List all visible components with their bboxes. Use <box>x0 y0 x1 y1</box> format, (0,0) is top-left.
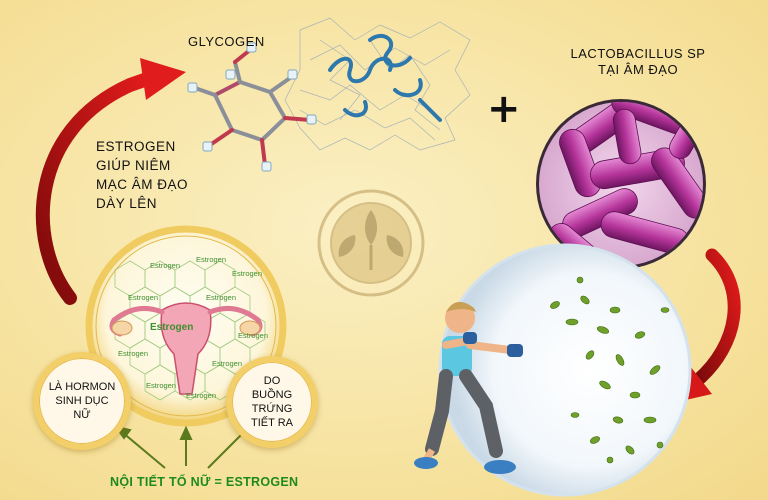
estrogen-word: Estrogen <box>238 331 268 340</box>
estrogen-word: Estrogen <box>196 255 226 264</box>
estrogen-word: Estrogen <box>206 293 236 302</box>
plus-sign: + <box>487 86 521 132</box>
protection-shield-image <box>414 245 690 495</box>
ovary-circle: DO BUỒNG TRỨNG TIẾT RA <box>226 356 318 448</box>
estrogen-effect-label: ESTROGEN GIÚP NIÊM MẠC ÂM ĐẠO DÀY LÊN <box>96 137 188 213</box>
estrogen-word: Estrogen <box>232 269 262 278</box>
green-arrows <box>116 425 252 468</box>
watermark-seal-logo <box>319 191 423 295</box>
footer-label: NỘI TIẾT TỐ NỮ = ESTROGEN <box>110 475 298 489</box>
estrogen-word: Estrogen <box>146 381 176 390</box>
estrogen-word: Estrogen <box>212 359 242 368</box>
estrogen-word: Estrogen <box>118 349 148 358</box>
estrogen-word: Estrogen <box>128 293 158 302</box>
estrogen-word: Estrogen <box>186 391 216 400</box>
lactobacillus-label: LACTOBACILLUS SP TẠI ÂM ĐẠO <box>548 46 728 78</box>
hormon-circle: LÀ HORMON SINH DỤC NỮ <box>33 352 131 450</box>
hormon-label: LÀ HORMON SINH DỤC NỮ <box>47 380 117 422</box>
glycogen-label: GLYCOGEN <box>188 34 265 49</box>
estrogen-word: Estrogen <box>150 322 193 333</box>
estrogen-word: Estrogen <box>150 261 180 270</box>
ovary-label: DO BUỒNG TRỨNG TIẾT RA <box>237 374 307 430</box>
